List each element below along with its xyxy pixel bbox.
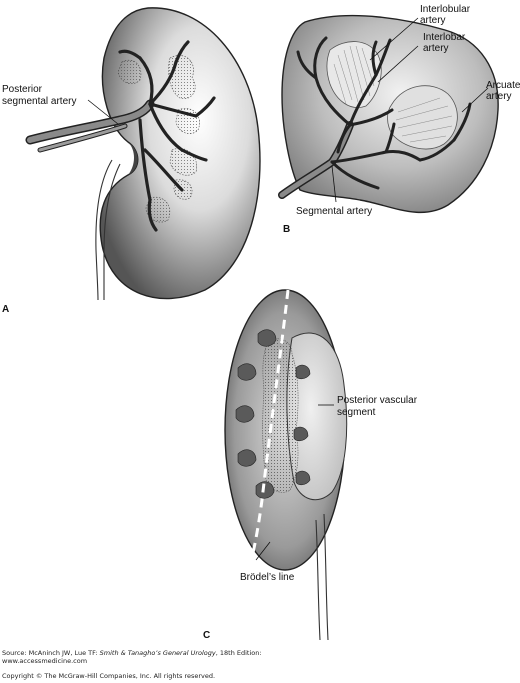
- panel-c-brodels-line: [248, 289, 290, 566]
- panel-a-leader-posterior: [87, 99, 119, 125]
- label-brodels-line: Brödel’s line: [240, 572, 295, 583]
- panel-b-arteries: [278, 36, 472, 199]
- panel-a-arteries: [25, 40, 216, 232]
- panel-a-hilum: [128, 142, 138, 175]
- label-arcuate-artery-2: artery: [486, 91, 512, 102]
- label-posterior-segmental-artery-1: Posterior: [2, 84, 43, 95]
- label-posterior-vascular-segment-2: segment: [337, 407, 376, 418]
- panel-a-ureter: [95, 159, 121, 301]
- panel-c-ureter: [315, 513, 329, 641]
- panel-c-calyces: [235, 329, 311, 499]
- label-posterior-segmental-artery-2: segmental artery: [2, 96, 76, 107]
- source-url: www.accessmedicine.com: [2, 657, 88, 665]
- source-prefix: Source: McAninch JW, Lue TF:: [2, 649, 100, 657]
- panel-c-renal-pelvis: [262, 338, 299, 493]
- panel-b-lobe-upper-striations: [333, 45, 375, 105]
- copyright-notice: Copyright © The McGraw-Hill Companies, I…: [2, 672, 216, 680]
- label-arcuate-artery-1: Arcuate: [486, 80, 520, 91]
- panel-b-kidney: Interlobular artery Interlobar artery Ar…: [278, 4, 520, 235]
- panel-label-c: C: [203, 630, 210, 641]
- panel-c-kidney: Posterior vascular segment Brödel’s line…: [203, 289, 418, 641]
- source-citation: Source: McAninch JW, Lue TF: Smith & Tan…: [2, 649, 262, 657]
- panel-b-leaders: [331, 17, 489, 203]
- source-suffix: , 18th Edition:: [215, 649, 262, 657]
- panel-b-lobe-right: [387, 85, 458, 150]
- panel-c-leaders: [255, 404, 334, 561]
- label-interlobar-artery-2: artery: [423, 43, 449, 54]
- label-segmental-artery: Segmental artery: [296, 206, 372, 217]
- panel-label-b: B: [283, 224, 290, 235]
- source-book-title: Smith & Tanagho’s General Urology: [99, 649, 216, 657]
- panel-label-a: A: [2, 304, 9, 315]
- label-interlobular-artery-2: artery: [420, 15, 446, 26]
- label-posterior-vascular-segment-1: Posterior vascular: [337, 395, 418, 406]
- label-interlobar-artery-1: Interlobar: [423, 32, 466, 43]
- panel-a-kidney: Posterior segmental artery A: [2, 7, 261, 315]
- panel-a-calyces: [117, 55, 200, 223]
- label-interlobular-artery-1: Interlobular: [420, 4, 471, 15]
- panel-b-lobe-right-striations: [395, 97, 453, 143]
